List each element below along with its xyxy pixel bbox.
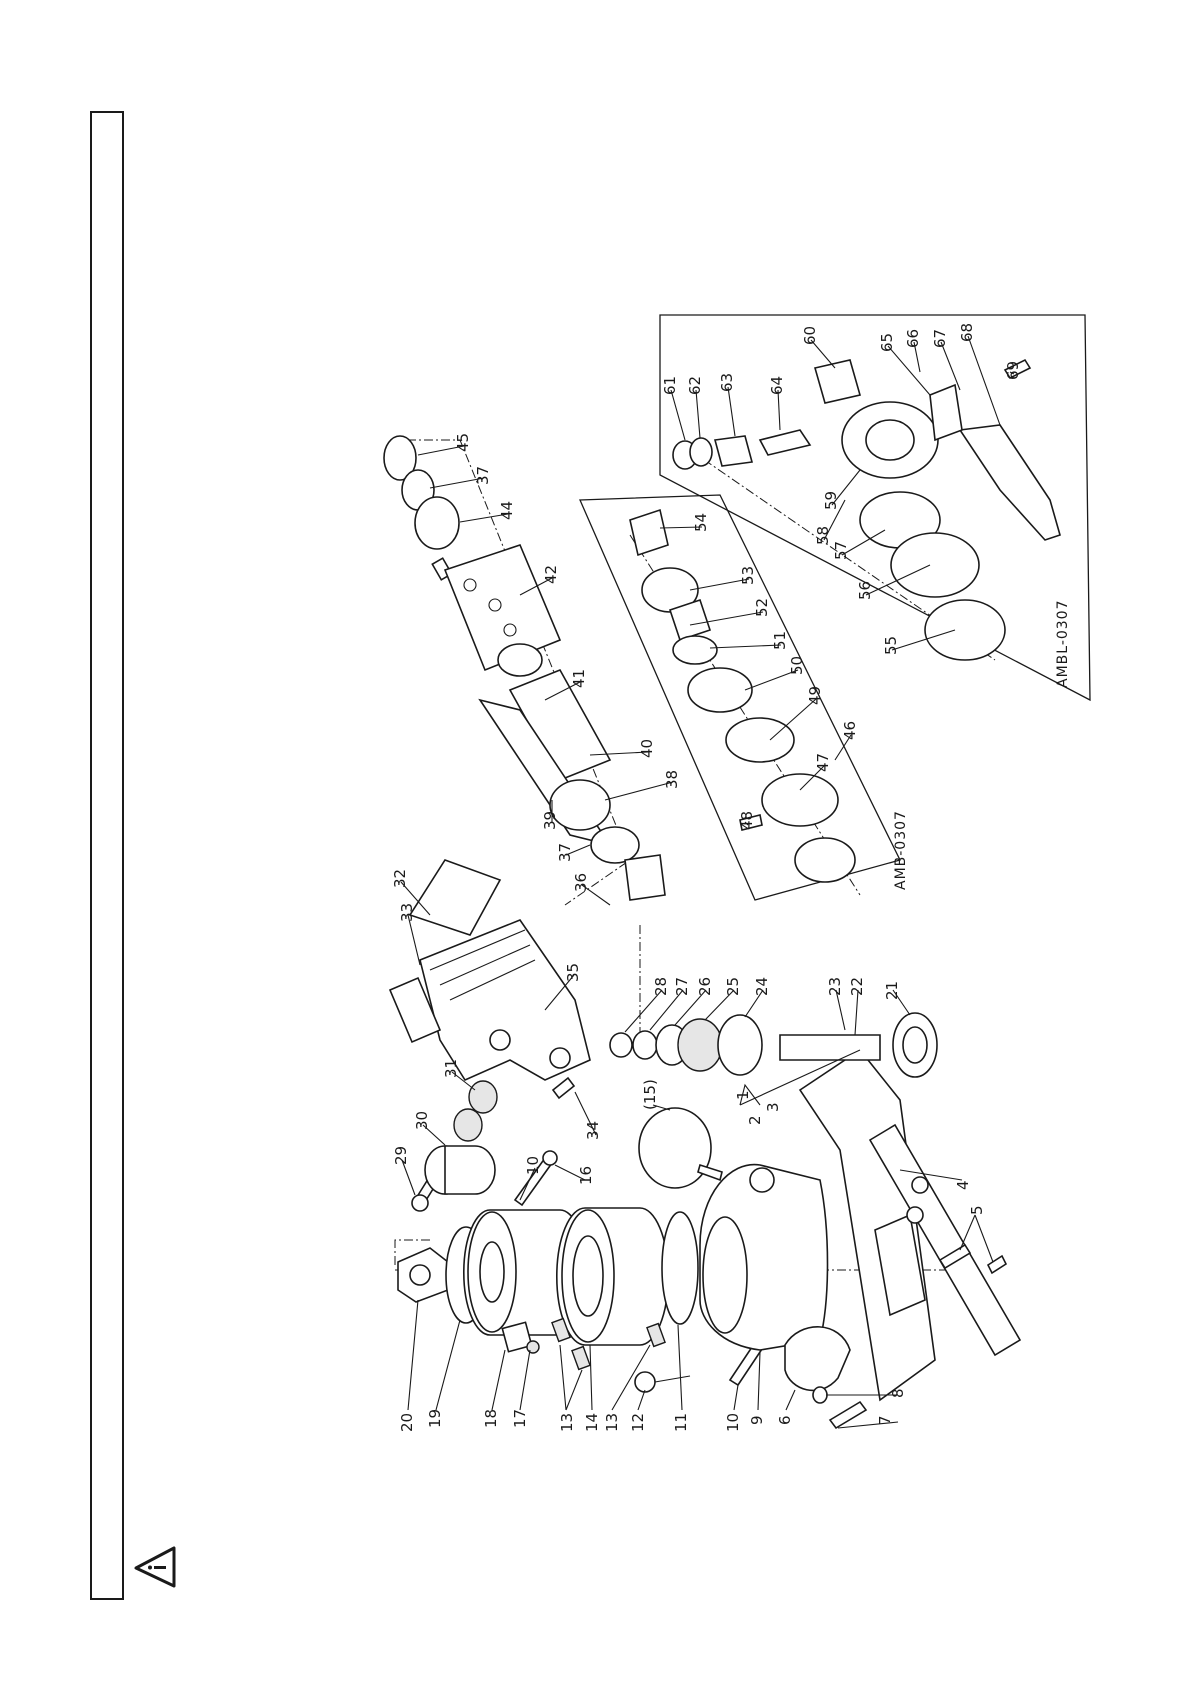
label-65: 65 bbox=[878, 333, 896, 352]
label-4: 4 bbox=[954, 1180, 972, 1190]
label-25: 25 bbox=[724, 977, 742, 996]
label-69: 69 bbox=[1004, 361, 1022, 380]
label-13b: 13 bbox=[558, 1413, 576, 1432]
label-11: 11 bbox=[672, 1413, 690, 1432]
label-26: 26 bbox=[696, 977, 714, 996]
label-55: 55 bbox=[882, 636, 900, 655]
label-24: 24 bbox=[753, 977, 771, 996]
label-19: 19 bbox=[426, 1409, 444, 1428]
label-53: 53 bbox=[739, 566, 757, 585]
label-8: 8 bbox=[889, 1388, 907, 1398]
label-51: 51 bbox=[771, 631, 789, 650]
label-37b: 37 bbox=[474, 466, 492, 485]
label-47: 47 bbox=[814, 753, 832, 772]
label-3: 3 bbox=[764, 1102, 782, 1112]
label-20: 20 bbox=[398, 1413, 416, 1432]
label-15: (15) bbox=[641, 1079, 659, 1110]
label-45: 45 bbox=[454, 433, 472, 452]
label-68: 68 bbox=[958, 323, 976, 342]
code-amb-0307: AMB-0307 bbox=[893, 810, 909, 890]
label-38: 38 bbox=[663, 770, 681, 789]
label-52: 52 bbox=[753, 598, 771, 617]
label-61: 61 bbox=[661, 376, 679, 395]
label-35: 35 bbox=[564, 963, 582, 982]
label-56: 56 bbox=[856, 581, 874, 600]
label-54: 54 bbox=[692, 513, 710, 532]
label-30: 30 bbox=[413, 1111, 431, 1130]
label-29: 29 bbox=[392, 1146, 410, 1165]
label-39: 39 bbox=[541, 811, 559, 830]
label-16: 16 bbox=[577, 1166, 595, 1185]
label-42: 42 bbox=[542, 565, 560, 584]
label-64: 64 bbox=[768, 376, 786, 395]
label-67: 67 bbox=[931, 329, 949, 348]
label-63: 63 bbox=[718, 373, 736, 392]
label-31: 31 bbox=[442, 1059, 460, 1078]
label-17: 17 bbox=[511, 1409, 529, 1428]
label-49: 49 bbox=[806, 686, 824, 705]
label-48: 48 bbox=[738, 811, 756, 830]
label-23: 23 bbox=[826, 977, 844, 996]
label-2: 2 bbox=[746, 1115, 764, 1125]
code-ambl-0307: AMBL-0307 bbox=[1055, 600, 1071, 689]
label-27: 27 bbox=[673, 977, 691, 996]
label-13a: 13 bbox=[603, 1413, 621, 1432]
label-50: 50 bbox=[788, 656, 806, 675]
label-62: 62 bbox=[686, 376, 704, 395]
label-34: 34 bbox=[584, 1121, 602, 1140]
label-32: 32 bbox=[391, 869, 409, 888]
label-6: 6 bbox=[776, 1415, 794, 1425]
label-10a: 10 bbox=[724, 1413, 742, 1432]
label-66: 66 bbox=[904, 329, 922, 348]
label-5: 5 bbox=[968, 1205, 986, 1215]
warning-triangle-icon bbox=[132, 1545, 178, 1589]
label-59: 59 bbox=[822, 491, 840, 510]
label-60: 60 bbox=[801, 326, 819, 345]
label-40: 40 bbox=[638, 739, 656, 758]
label-57: 57 bbox=[832, 541, 850, 560]
label-33: 33 bbox=[398, 903, 416, 922]
label-44: 44 bbox=[498, 501, 516, 520]
label-22: 22 bbox=[848, 977, 866, 996]
label-9: 9 bbox=[748, 1415, 766, 1425]
label-18: 18 bbox=[482, 1409, 500, 1428]
label-28: 28 bbox=[652, 977, 670, 996]
ambl-0307-box bbox=[660, 315, 1090, 700]
label-14: 14 bbox=[583, 1413, 601, 1432]
motor-assembly-drawing bbox=[384, 436, 665, 935]
label-12: 12 bbox=[629, 1413, 647, 1432]
